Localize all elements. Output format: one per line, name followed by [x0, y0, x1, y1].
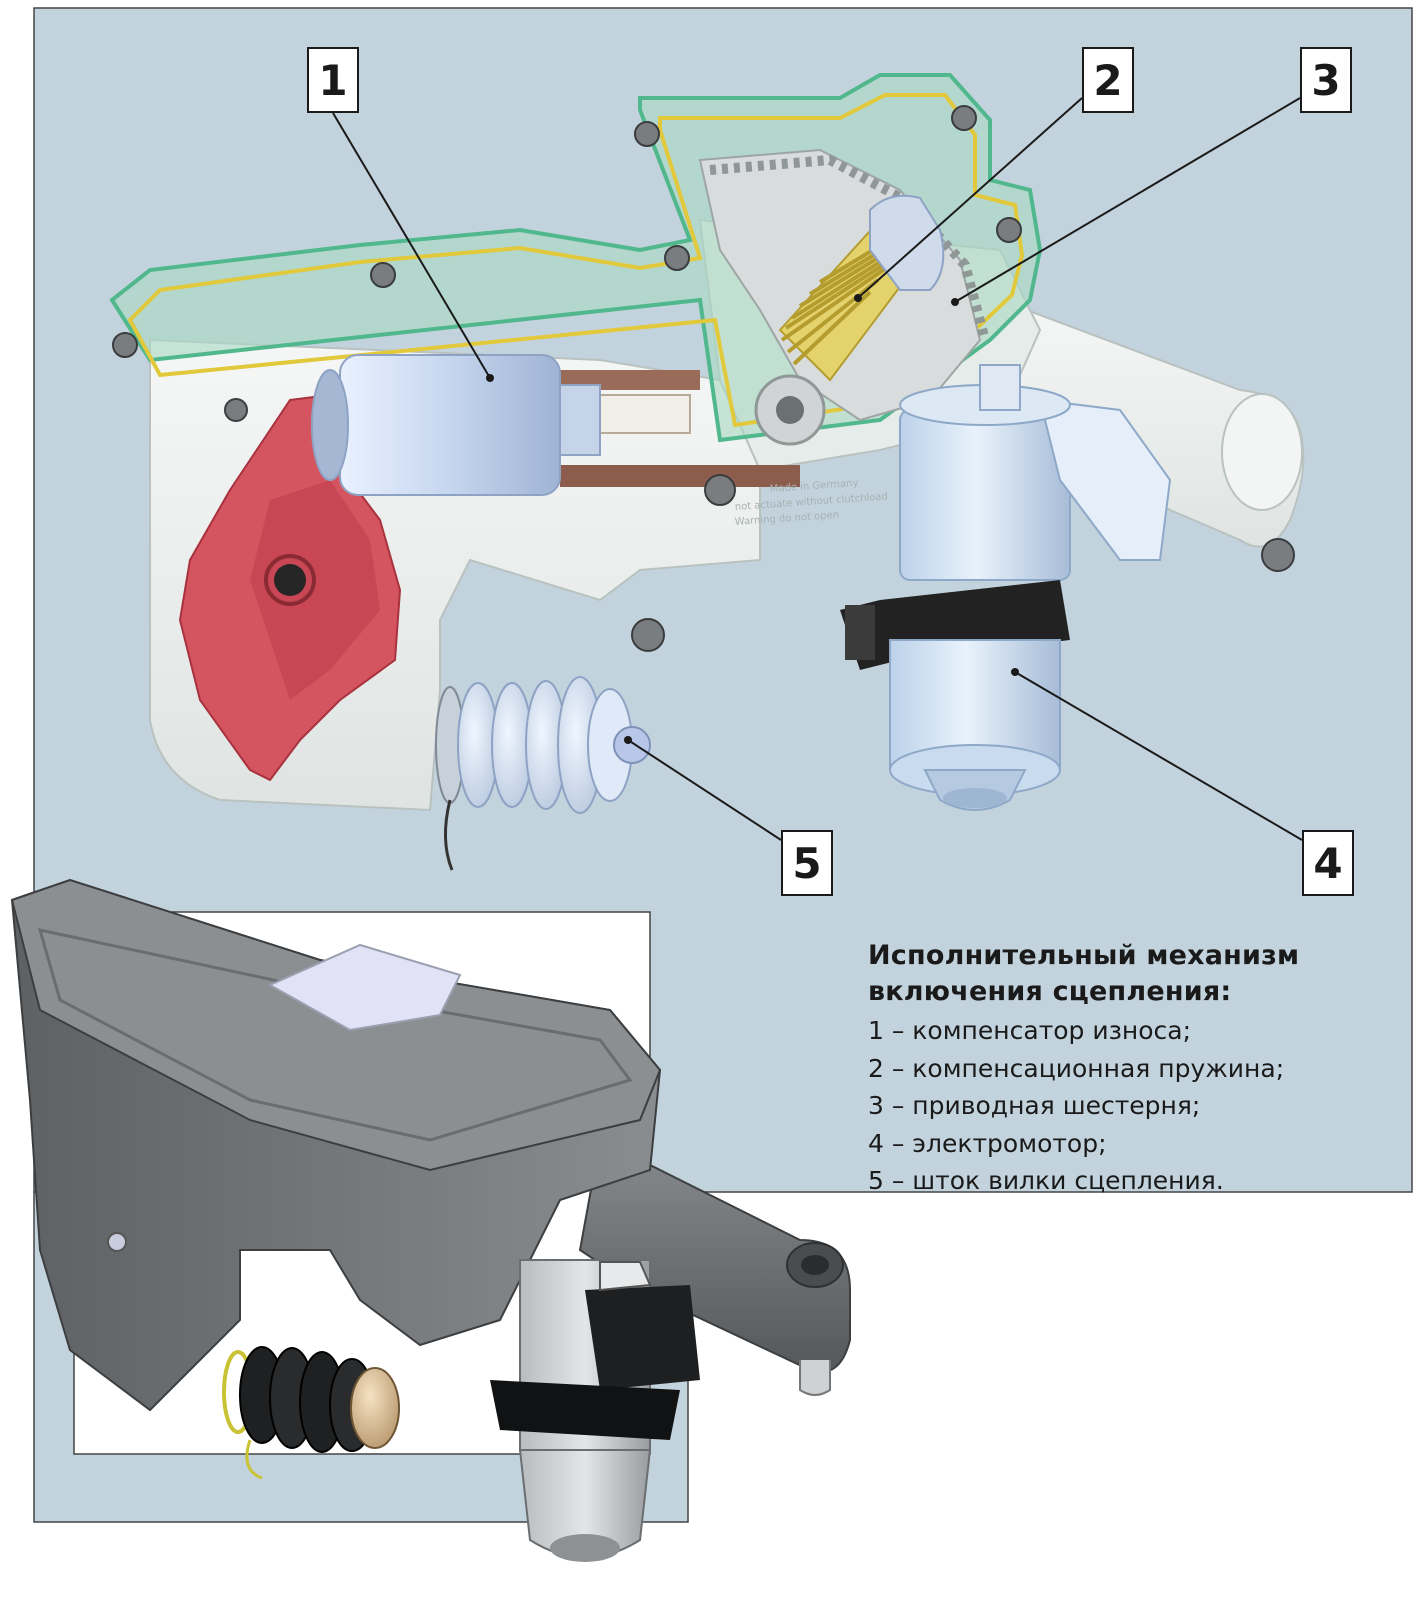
legend-item-1: 1 – компенсатор износа; — [868, 1016, 1192, 1045]
inspection-window — [267, 943, 462, 1032]
bolt-icon — [370, 262, 396, 288]
bolt-icon — [951, 105, 977, 131]
compensator-motor-end — [311, 369, 349, 481]
legend-item-3: 3 – приводная шестерня; — [868, 1091, 1201, 1120]
linkage-bar-lower — [560, 465, 800, 487]
red-cam-shade — [250, 480, 380, 700]
legend: Исполнительный механизм включения сцепле… — [868, 938, 1408, 1200]
legend-item-4: 4 – электромотор; — [868, 1128, 1107, 1158]
legend-list: 1 – компенсатор износа; 2 – компенсацион… — [868, 1012, 1408, 1200]
leader-line-1 — [332, 112, 491, 379]
compensator-motor-body — [339, 354, 561, 496]
leader-line-4 — [1014, 671, 1303, 841]
leader-line-5 — [627, 739, 782, 841]
electric-motor — [840, 364, 1172, 811]
bolt-icon — [107, 1232, 127, 1252]
gear-hub-inner — [776, 396, 804, 424]
leader-line-3 — [954, 97, 1301, 303]
bolt-icon — [224, 398, 248, 422]
legend-title-line-2: включения сцепления: — [868, 976, 1232, 1007]
spring-cap — [869, 194, 945, 291]
leader-dot-2 — [854, 294, 862, 302]
leader-dot-3 — [951, 298, 959, 306]
bolt-icon — [112, 332, 138, 358]
callout-3: 3 — [1300, 47, 1352, 113]
arm-bushing — [1221, 393, 1303, 511]
cam-pivot-ring — [264, 554, 316, 606]
bolt-icon-group — [112, 105, 1295, 652]
clutch-fork-rod — [435, 676, 651, 871]
leader-dot-4 — [1011, 668, 1019, 676]
cam-pivot — [274, 564, 306, 596]
bolt-icon — [664, 245, 690, 271]
dark-motor-clamp — [490, 1380, 680, 1440]
callout-5: 5 — [781, 830, 833, 896]
compensator-motor-tab — [559, 384, 601, 456]
callout-2: 2 — [1082, 47, 1134, 113]
callout-4: 4 — [1302, 830, 1354, 896]
legend-item-5: 5 – шток вилки сцепления. — [868, 1166, 1224, 1195]
bolt-icon — [631, 618, 665, 652]
bolt-icon — [1261, 538, 1295, 572]
leader-dot-5 — [624, 736, 632, 744]
motor-connector-bracket — [1038, 398, 1172, 561]
callout-1: 1 — [307, 47, 359, 113]
dark-top-cover — [10, 878, 662, 1172]
bolt-icon — [704, 474, 736, 506]
lower-actuator — [10, 878, 851, 1562]
dark-clutch-rod — [222, 1346, 400, 1480]
leader-dot-1 — [486, 374, 494, 382]
leader-dots — [486, 294, 1019, 744]
leader-lines — [332, 97, 1303, 841]
dark-motor-connector — [585, 1285, 700, 1390]
legend-title-line-1: Исполнительный механизм — [868, 940, 1300, 971]
legend-item-2: 2 – компенсационная пружина; — [868, 1053, 1285, 1083]
upper-actuator: Made in Germany not actuate without clut… — [109, 73, 1305, 871]
bolt-icon — [996, 217, 1022, 243]
leader-line-2 — [857, 97, 1083, 299]
bolt-icon — [634, 121, 660, 147]
